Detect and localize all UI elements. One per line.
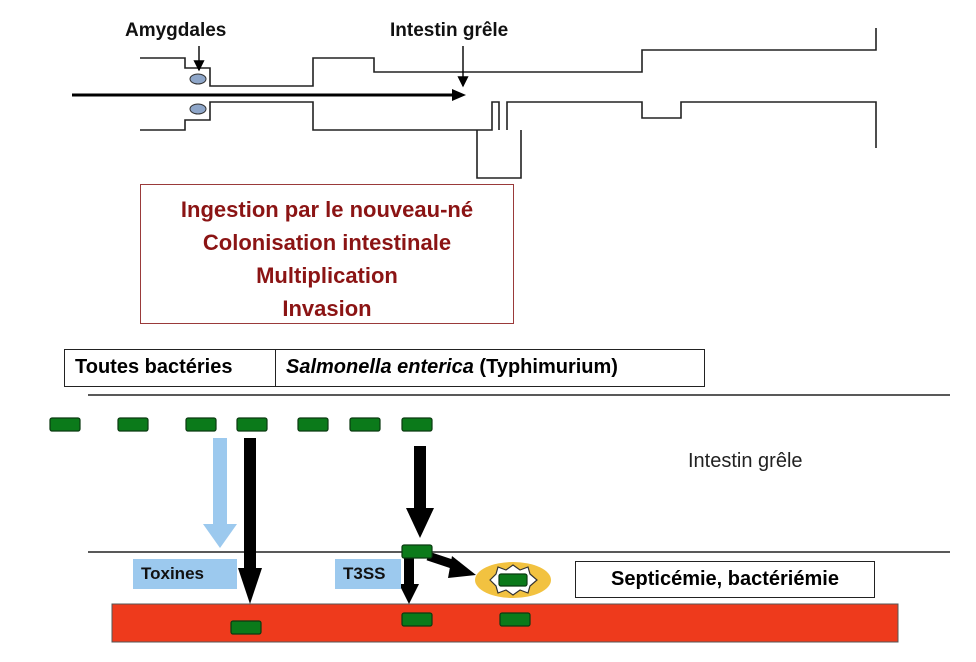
t3ss-arrow-head — [399, 584, 419, 604]
gut-lower-wall-right — [506, 101, 877, 148]
bacteria-group — [49, 417, 531, 635]
bacterium — [401, 417, 433, 432]
intestine-label: Intestin grêle — [390, 20, 509, 41]
stage-multiplication: Multiplication — [256, 263, 398, 288]
toxins-label: Toxines — [133, 559, 237, 589]
bacterium — [49, 417, 81, 432]
stage-colonisation: Colonisation intestinale — [202, 230, 452, 255]
bacterium — [297, 417, 329, 432]
bacterium-epithelium — [401, 544, 433, 559]
t3ss-label: T3SS — [335, 559, 401, 589]
infection-stages-box: Ingestion par le nouveau-né Colonisation… — [140, 184, 514, 324]
tonsil-upper — [189, 73, 207, 85]
t3ss-arrow-shaft — [404, 558, 414, 586]
bacterium-in-macrophage — [498, 573, 528, 587]
region-label-intestine: Intestin grêle — [688, 450, 803, 472]
macrophage-arrow-head — [448, 556, 476, 578]
toxin-arrow-shaft — [213, 438, 227, 524]
bacterium — [349, 417, 381, 432]
toxin-arrow-head — [203, 524, 237, 548]
gut-lower-wall — [140, 101, 500, 131]
transit-arrow-head — [452, 89, 466, 101]
bacterium — [117, 417, 149, 432]
bacterium-blood — [499, 612, 531, 627]
salmonella-arrow-head — [406, 508, 434, 538]
category-all-bacteria: Toutes bactéries — [64, 349, 276, 387]
tonsil-lower — [189, 103, 207, 115]
bacterium — [185, 417, 217, 432]
bacterium-blood — [230, 620, 262, 635]
bacterium-blood — [401, 612, 433, 627]
stage-invasion: Invasion — [282, 296, 372, 321]
gut-pouch — [476, 130, 522, 179]
stage-ingestion: Ingestion par le nouveau-né — [180, 197, 474, 222]
tonsils-label: Amygdales — [125, 20, 227, 41]
invasion-arrow-head — [238, 568, 262, 604]
gut-upper-wall — [140, 28, 877, 87]
category-salmonella: Salmonella enterica (Typhimurium) — [275, 349, 705, 387]
invasion-arrow-shaft — [244, 438, 256, 570]
bacterium — [236, 417, 268, 432]
salmonella-species: Salmonella enterica — [286, 356, 474, 378]
salmonella-arrow-shaft — [414, 446, 426, 510]
salmonella-serovar: (Typhimurium) — [473, 356, 618, 378]
outcome-box: Septicémie, bactériémie — [575, 561, 875, 598]
